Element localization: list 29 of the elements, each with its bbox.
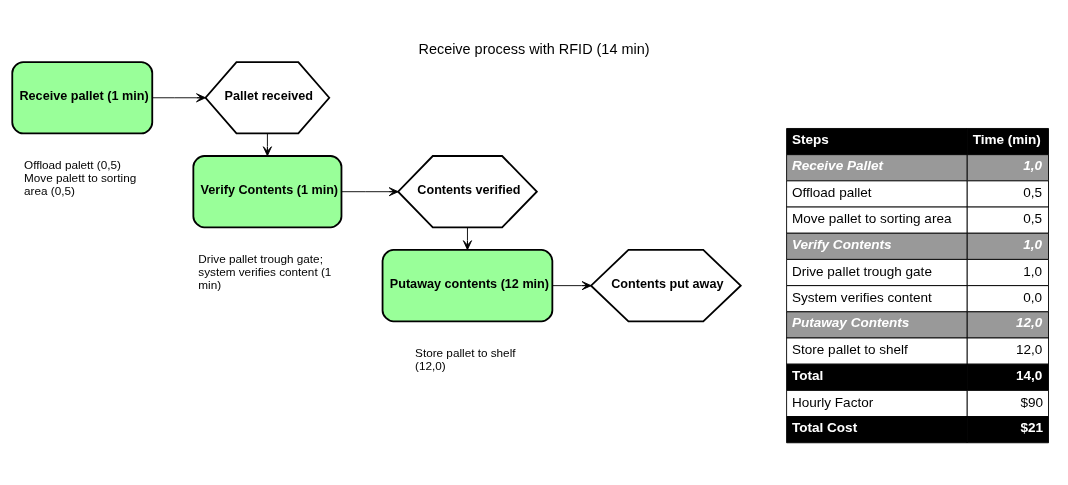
label: Time (min) (972, 131, 1041, 147)
label: 0,5 (1023, 185, 1043, 201)
label: Receive Pallet (792, 158, 884, 174)
label: Putaway Contents (792, 315, 910, 331)
label: System verifies content (792, 289, 932, 305)
label: $90 (1020, 394, 1044, 410)
label: 14,0 (1016, 367, 1043, 383)
label: 0,5 (1023, 211, 1043, 227)
node-label: Store pallet to shelf (12,0) (415, 346, 516, 372)
label: Drive pallet trough gate (792, 263, 932, 279)
label: 0,0 (1023, 289, 1043, 305)
label: Move pallet to sorting area (792, 211, 952, 227)
label: 12,0 (1016, 315, 1043, 331)
label: Total (792, 367, 824, 383)
node-label: Drive pallet trough gate; system verifies content (1 min) (198, 252, 332, 291)
node-label: Move palett to sorting area (0,5) (24, 171, 137, 197)
label: 1,0 (1023, 263, 1043, 279)
label: 12,0 (1016, 342, 1043, 358)
node-label: Offload palett (0,5) (24, 158, 121, 172)
label: $21 (1020, 419, 1044, 435)
label: Hourly Factor (792, 394, 874, 410)
label: Offload pallet (792, 185, 872, 201)
label: Store pallet to shelf (792, 342, 908, 358)
label: Verify Contents (792, 236, 892, 252)
label: Total Cost (792, 419, 858, 435)
label: Steps (792, 131, 829, 147)
label: 1,0 (1023, 158, 1043, 174)
label: 1,0 (1023, 236, 1043, 252)
diagram-title: Receive process with RFID (14 min) (418, 40, 650, 57)
